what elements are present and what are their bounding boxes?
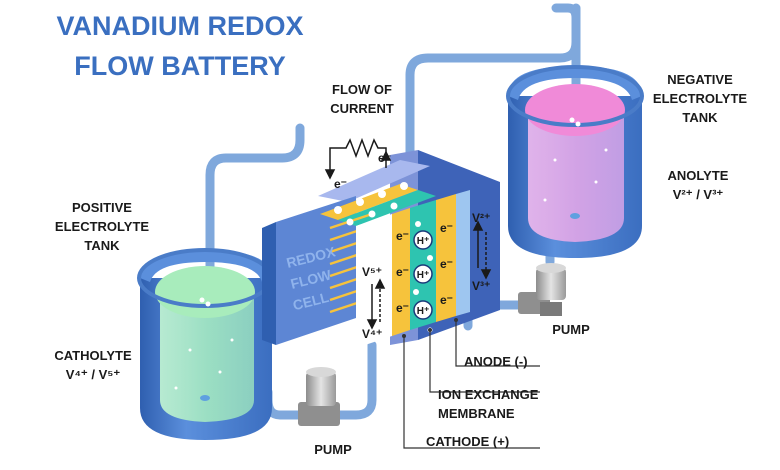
- pump-right-label: PUMP: [552, 322, 590, 337]
- pump-bottom-icon: [298, 367, 340, 426]
- v5-label: V⁵⁺: [362, 265, 382, 279]
- pipe-left-top: [205, 123, 305, 287]
- catholyte-label: CATHOLYTE V⁴⁺ / V⁵⁺: [38, 346, 148, 384]
- callout-lines: [403, 320, 540, 449]
- catholyte-ions: V⁴⁺ / V⁵⁺: [65, 367, 121, 382]
- pos-line-1: POSITIVE: [72, 200, 132, 215]
- negative-tank: [506, 65, 644, 258]
- v2-label: V²⁺: [472, 211, 490, 225]
- proton-2: H⁺: [417, 270, 430, 281]
- flow-of-current-label: FLOW OF CURRENT: [322, 80, 402, 118]
- negative-tank-label: NEGATIVE ELECTROLYTE TANK: [640, 70, 760, 127]
- electron-an-1: e⁻: [440, 221, 453, 235]
- membrane-line-2: MEMBRANE: [438, 406, 515, 421]
- flow-line-2: CURRENT: [330, 101, 394, 116]
- v4-label: V⁴⁺: [362, 327, 382, 341]
- anolyte-ions: V²⁺ / V³⁺: [672, 187, 724, 202]
- positive-tank: [137, 248, 273, 440]
- anolyte-label: ANOLYTE V²⁺ / V³⁺: [648, 166, 748, 204]
- pipe-bottom-b: [263, 387, 303, 420]
- pump-bottom-label: PUMP: [314, 442, 352, 457]
- electron-an-3: e⁻: [440, 293, 453, 307]
- pump-right-icon: [518, 263, 566, 316]
- pos-line-2: ELECTROLYTE: [54, 219, 150, 234]
- neg-line-2: ELECTROLYTE: [652, 91, 748, 106]
- title-line-1: VANADIUM REDOX: [56, 11, 304, 41]
- electron-circuit-right: e⁻: [378, 151, 391, 165]
- title-line-2: FLOW BATTERY: [74, 51, 286, 81]
- pos-line-3: TANK: [84, 238, 120, 253]
- membrane-label: ION EXCHANGE MEMBRANE: [438, 385, 538, 423]
- redox-flow-cell: H⁺ H⁺ H⁺ e⁻ e⁻ e⁻ e⁻ e⁻ e⁻ V⁵⁺ V⁴⁺ V²⁺ V…: [262, 150, 500, 348]
- electron-circuit-left: e⁻: [334, 177, 347, 191]
- neg-line-1: NEGATIVE: [667, 72, 733, 87]
- electron-cath-2: e⁻: [396, 265, 409, 279]
- proton-3: H⁺: [417, 306, 430, 317]
- neg-line-3: TANK: [682, 110, 718, 125]
- proton-markers: H⁺ H⁺ H⁺: [413, 230, 433, 320]
- cathode-label: CATHODE (+): [426, 434, 510, 449]
- positive-tank-label: POSITIVE ELECTROLYTE TANK: [42, 198, 162, 255]
- v3-label: V³⁺: [472, 279, 490, 293]
- proton-1: H⁺: [417, 236, 430, 247]
- pipe-bottom: [335, 340, 377, 420]
- anolyte-text: ANOLYTE: [667, 168, 729, 183]
- electron-an-2: e⁻: [440, 257, 453, 271]
- electron-cath-1: e⁻: [396, 229, 409, 243]
- page-title: VANADIUM REDOX FLOW BATTERY: [30, 6, 330, 86]
- membrane-line-1: ION EXCHANGE: [438, 387, 539, 402]
- electron-cath-3: e⁻: [396, 301, 409, 315]
- catholyte-text: CATHOLYTE: [54, 348, 132, 363]
- flow-line-1: FLOW OF: [332, 82, 392, 97]
- anode-label: ANODE (-): [464, 354, 528, 369]
- external-circuit: [324, 137, 392, 180]
